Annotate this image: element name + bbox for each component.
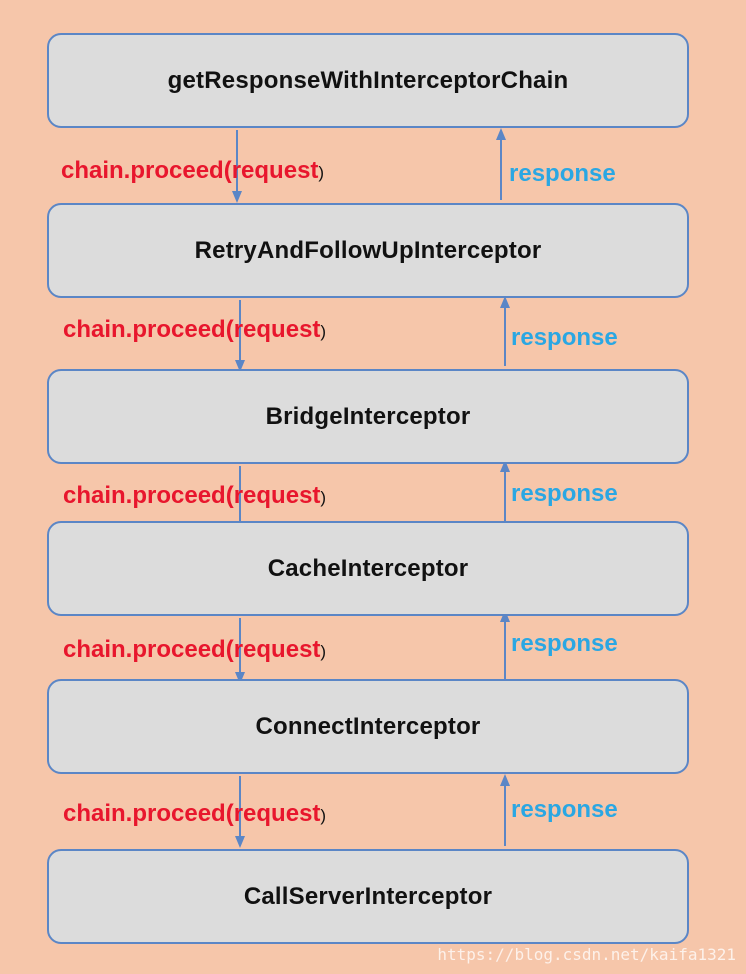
- node-bridge-interceptor: BridgeInterceptor: [47, 369, 689, 464]
- node-label: getResponseWithInterceptorChain: [167, 66, 569, 94]
- watermark: https://blog.csdn.net/kaifa1321: [437, 945, 736, 964]
- node-label: RetryAndFollowUpInterceptor: [194, 236, 542, 264]
- request-label-2: chain.proceed(request): [63, 316, 327, 343]
- request-label-5: chain.proceed(request): [63, 800, 327, 827]
- node-label: BridgeInterceptor: [265, 402, 471, 430]
- node-connect-interceptor: ConnectInterceptor: [47, 679, 689, 774]
- request-label-4: chain.proceed(request): [63, 636, 327, 663]
- node-label: ConnectInterceptor: [255, 712, 481, 740]
- request-label-3: chain.proceed(request): [63, 482, 327, 509]
- node-label: CallServerInterceptor: [243, 882, 493, 910]
- request-label-1: chain.proceed(request): [61, 157, 325, 184]
- node-call-server-interceptor: CallServerInterceptor: [47, 849, 689, 944]
- node-get-response-with-interceptor-chain: getResponseWithInterceptorChain: [47, 33, 689, 128]
- node-label: CacheInterceptor: [267, 554, 469, 582]
- response-label-2: response: [511, 324, 618, 351]
- response-label-5: response: [511, 796, 618, 823]
- response-label-3: response: [511, 480, 618, 507]
- node-retry-and-follow-up-interceptor: RetryAndFollowUpInterceptor: [47, 203, 689, 298]
- node-cache-interceptor: CacheInterceptor: [47, 521, 689, 616]
- response-label-1: response: [509, 160, 616, 187]
- response-label-4: response: [511, 630, 618, 657]
